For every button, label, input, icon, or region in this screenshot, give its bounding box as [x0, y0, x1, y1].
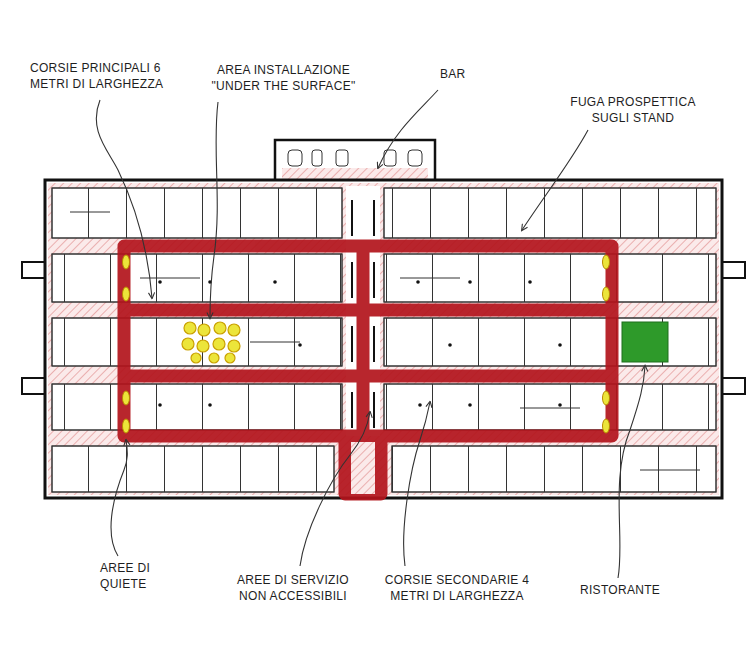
leader-lines — [96, 90, 645, 578]
bar-floor — [282, 168, 428, 180]
restaurant-area — [622, 322, 668, 362]
quiet-areas — [123, 255, 610, 433]
hall-outline — [45, 180, 722, 498]
bar-annex — [275, 140, 435, 182]
callout-label: AREE DI SERVIZIO NON ACCESSIBILI — [228, 572, 358, 604]
callout-label: RISTORANTE — [580, 582, 680, 598]
bar-furniture — [288, 150, 422, 166]
callout-label: AREA INSTALLAZIONE "UNDER THE SURFACE" — [196, 62, 371, 94]
callout-label: BAR — [440, 66, 490, 82]
aisles — [48, 183, 719, 495]
callout-label: FUGA PROSPETTICA SUGLI STAND — [568, 94, 698, 126]
callout-label: CORSIE PRINCIPALI 6 METRI DI LARGHEZZA — [30, 60, 180, 92]
callout-label: AREE DI QUIETE — [100, 560, 180, 592]
installation-dots — [182, 322, 240, 363]
main-corridors — [124, 246, 612, 494]
callout-label: CORSIE SECONDARIE 4 METRI DI LARGHEZZA — [382, 572, 532, 604]
stand-details — [70, 212, 700, 470]
